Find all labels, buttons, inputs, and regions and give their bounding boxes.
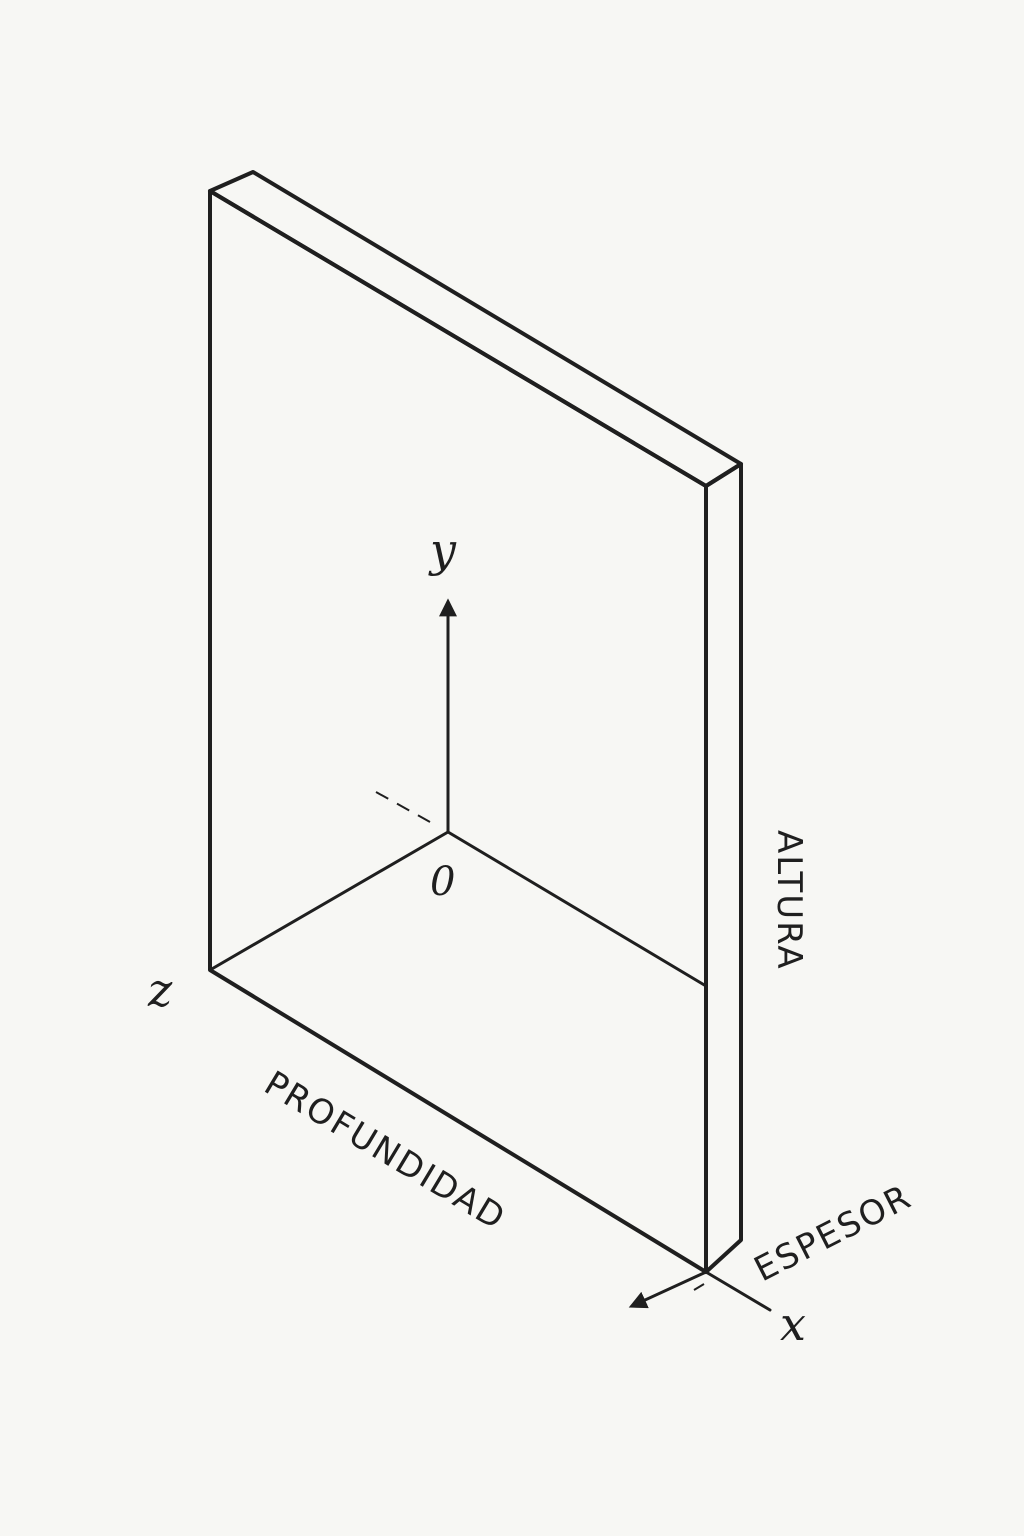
y-axis-label: y [428,523,457,577]
x-axis-dash [693,1283,705,1291]
z-axis-line [208,830,450,972]
x-axis-arrow [628,1270,708,1309]
x-axis-label: x [780,1297,806,1351]
hidden-axis-dash [375,791,431,823]
thickness-label: ESPESOR [748,1177,919,1290]
x-base-line [446,830,708,988]
origin-label: 0 [430,859,455,905]
slab-top-face [208,170,743,488]
height-label: ALTURA [769,830,809,971]
depth-label: PROFUNDIDAD [257,1063,512,1238]
slab-side-face [704,462,743,1274]
x-axis-extension [704,1270,772,1312]
z-axis-label: z [147,963,173,1017]
